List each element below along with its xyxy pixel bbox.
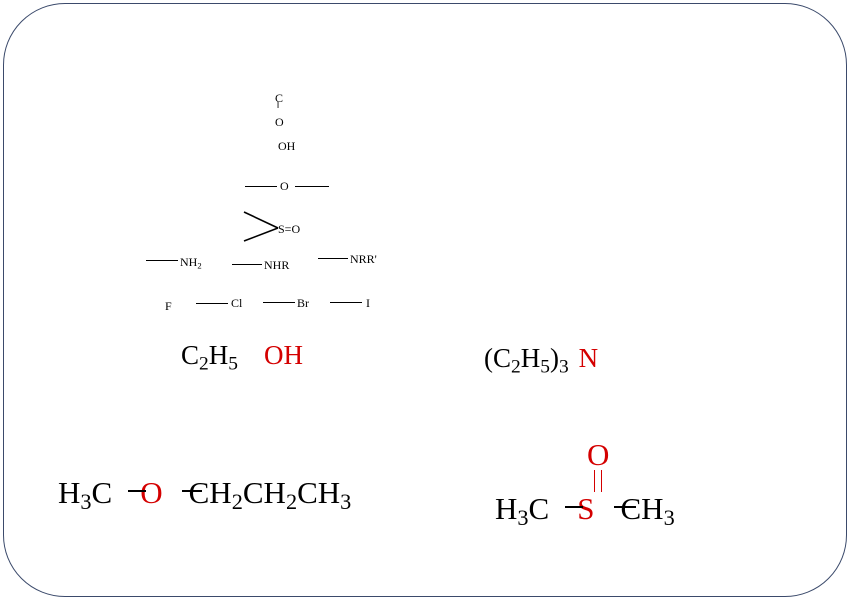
secondary-amine-bond [232, 264, 262, 265]
iodo-label: I [366, 296, 370, 310]
primary-amine-label: NH2 [180, 255, 202, 271]
sulfur-atom: S [577, 491, 595, 526]
rounded-frame [3, 3, 847, 597]
sulfoxide-bonds [243, 211, 279, 242]
iodo-bond [330, 302, 362, 303]
hydroxyl-group: OH [263, 340, 303, 370]
secondary-amine-label: NHR [264, 258, 290, 272]
primary-amine-bond [146, 260, 178, 261]
bromo-bond [263, 302, 295, 303]
tertiary-amine-bond [318, 258, 348, 259]
hydroxyl-label: OH [278, 139, 296, 153]
sulfoxide-double-bond-b [601, 470, 602, 492]
dmso-bond-right [614, 506, 636, 508]
ether-bond-2 [182, 490, 202, 492]
sulfoxide-oxygen: O [587, 437, 610, 472]
chloro-bond [196, 303, 228, 304]
fluoro-label: F [165, 299, 172, 313]
sulfoxide-double-bond-a [594, 470, 595, 492]
ether-bond-left [245, 186, 277, 187]
ether-bond-1 [128, 490, 146, 492]
carbonyl-double-bond: ‖ [277, 100, 280, 110]
carbonyl-oxygen-label: O [275, 115, 284, 129]
carbonyl-carbon-label: C [275, 91, 284, 105]
ether-bond-right [295, 186, 329, 187]
sulfoxide-label: S=O [278, 222, 301, 236]
ether-oxygen: O [140, 475, 163, 510]
tertiary-amine-label: NRR' [350, 252, 377, 266]
bromo-label: Br [297, 296, 309, 310]
chloro-label: Cl [231, 296, 243, 310]
dmso-bond-left [565, 506, 583, 508]
ether-oxygen-label: O [280, 179, 289, 193]
amine-nitrogen: N [578, 343, 599, 373]
